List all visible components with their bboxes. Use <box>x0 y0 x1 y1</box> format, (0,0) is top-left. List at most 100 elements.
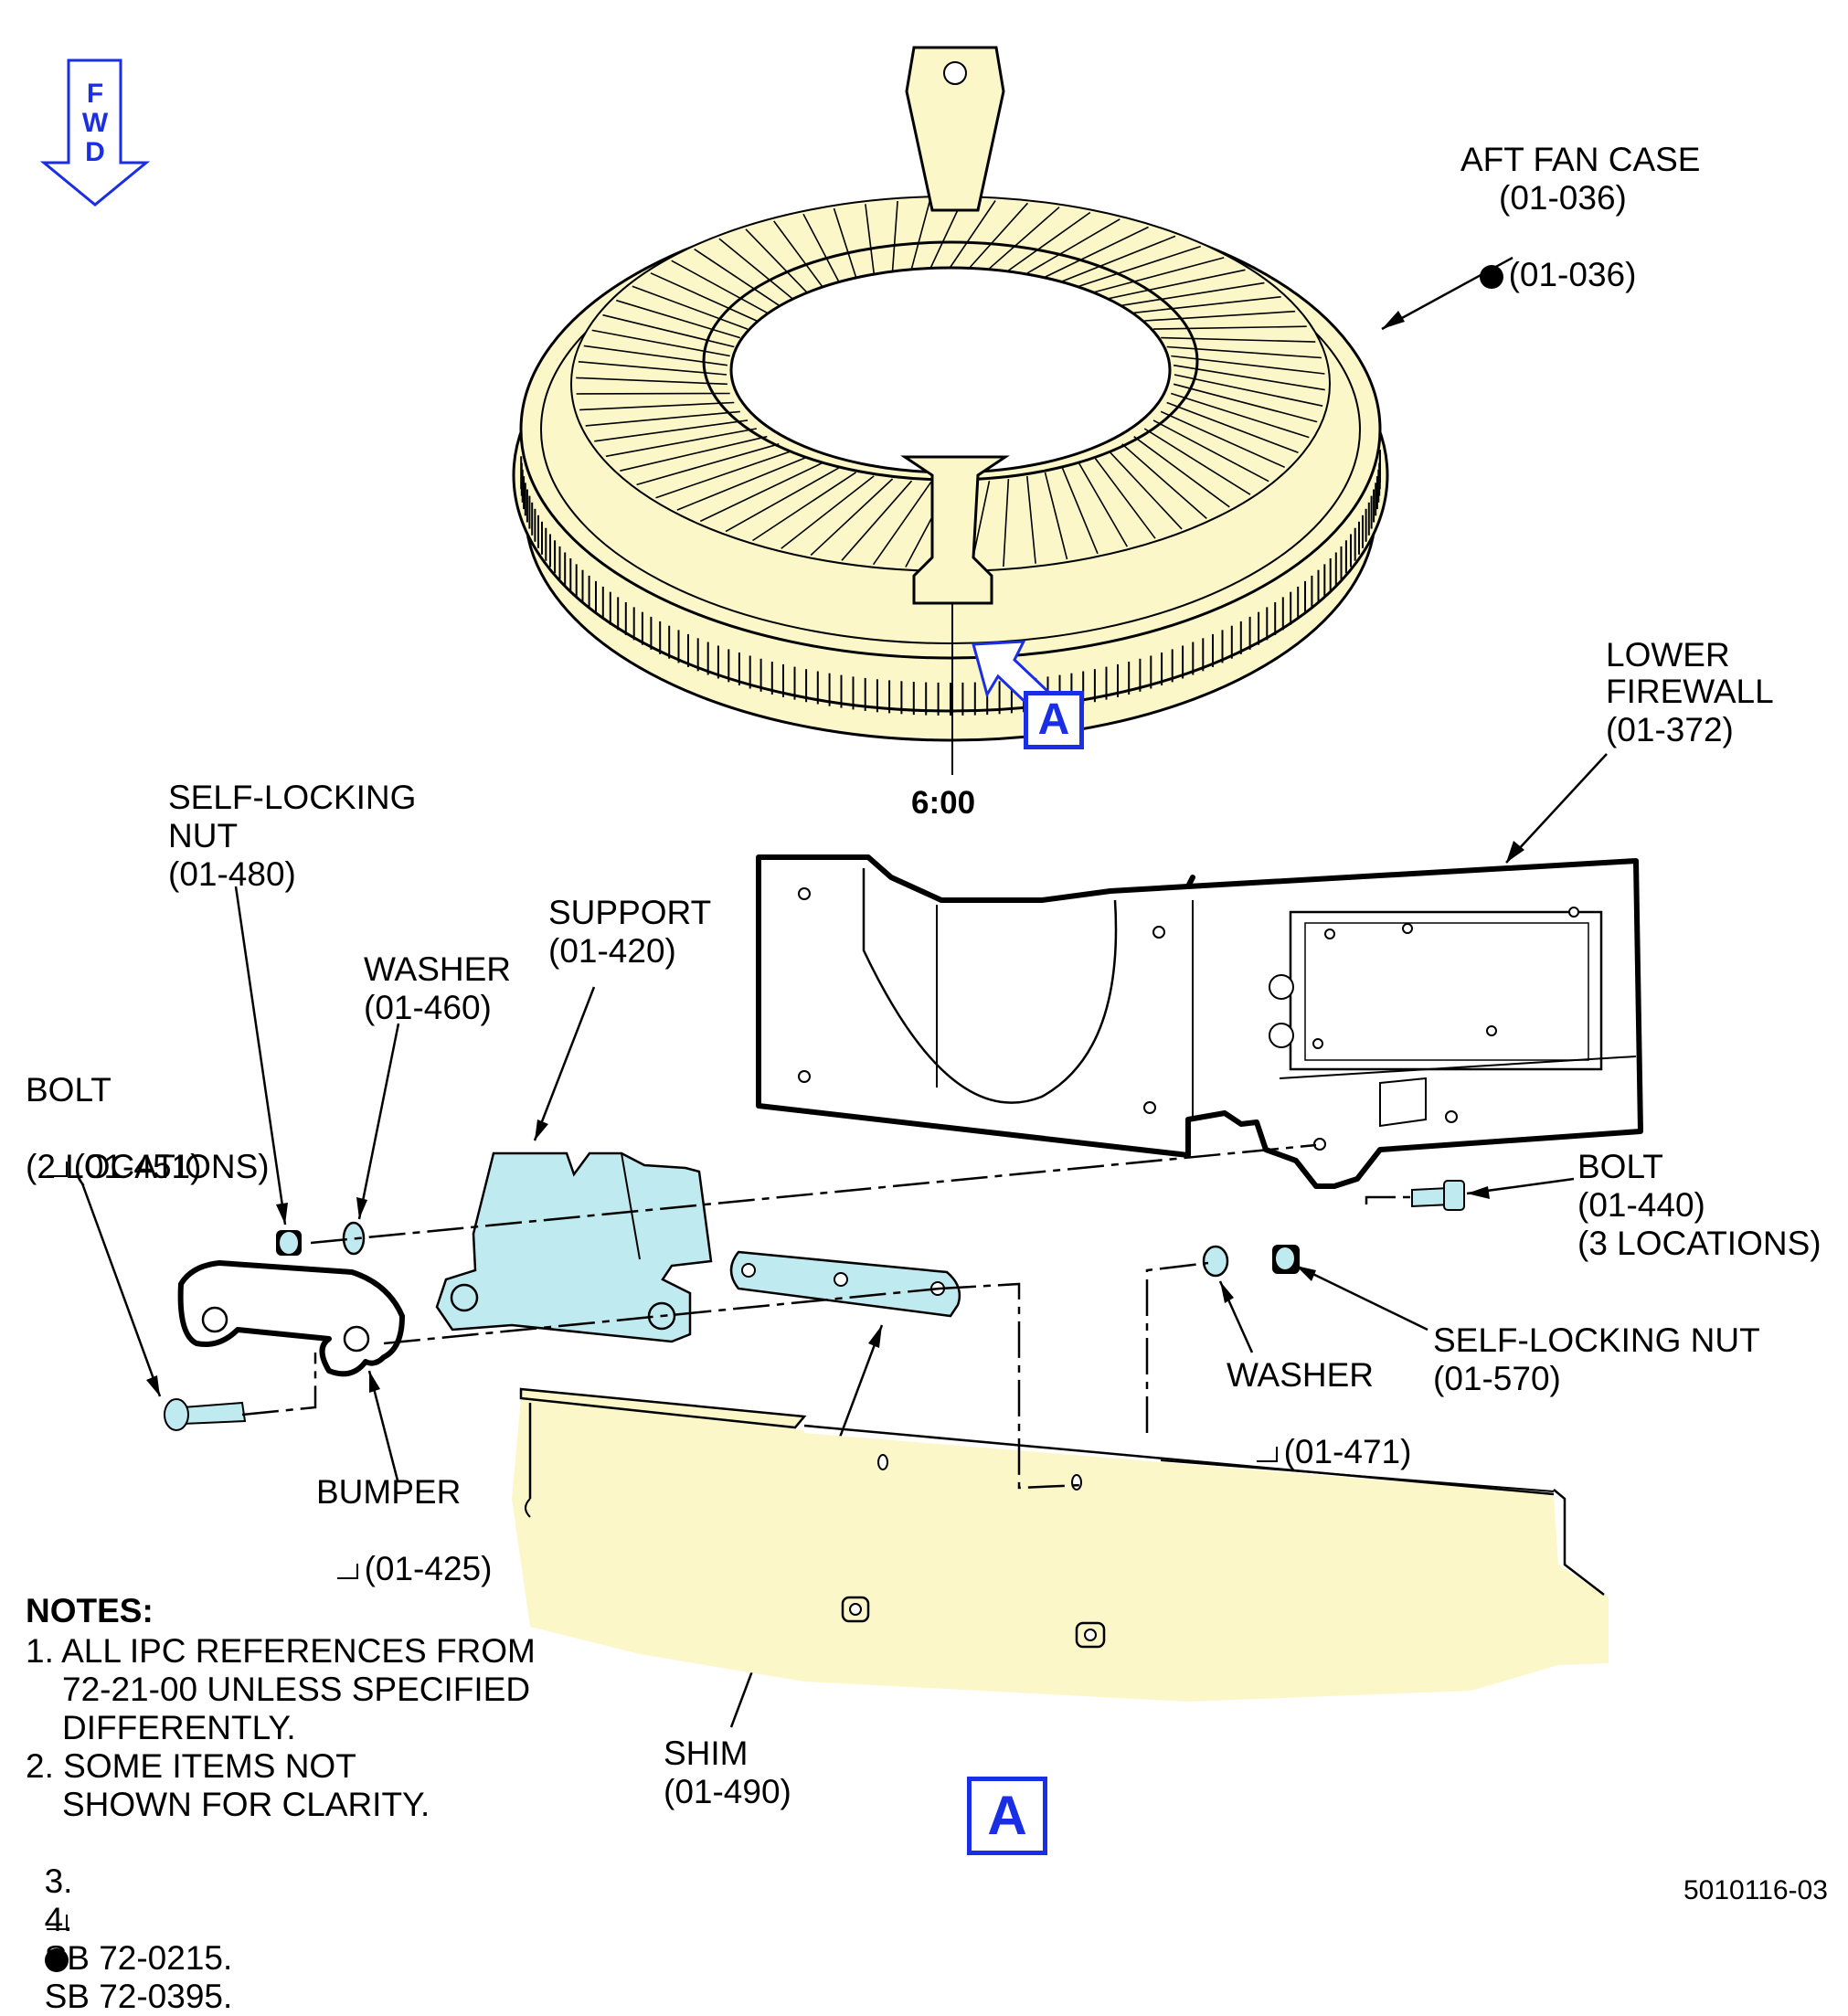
nut-480-label-1: SELF-LOCKING <box>168 779 417 816</box>
fan-case-vane <box>802 213 840 282</box>
fan-case-vane <box>602 313 735 348</box>
note-2-line-2: SHOWN FOR CLARITY. <box>62 1786 430 1823</box>
drawing-number: 5010116-03 <box>1683 1875 1828 1905</box>
detail-marker-top: A <box>1024 691 1084 749</box>
fan-case-vane <box>1171 392 1310 439</box>
lower-firewall-ref: (01-372) <box>1606 711 1734 748</box>
fan-case-vane <box>752 472 856 542</box>
fan-case-vane <box>650 272 758 322</box>
fan-case-vane <box>1044 472 1068 560</box>
fwd-letter-d: D <box>85 137 105 167</box>
fan-case-vane <box>988 207 1060 270</box>
note-2-line-1: 2. SOME ITEMS NOT <box>26 1747 356 1785</box>
aft-fan-case <box>512 46 1389 775</box>
lower-structure <box>512 1387 1609 1702</box>
washer-460-part <box>342 1221 366 1256</box>
fwd-arrow-icon <box>39 58 151 207</box>
support-ref: (01-420) <box>548 932 676 970</box>
fan-case-vane <box>891 200 898 271</box>
washer-471-ref: (01-471) <box>1236 1395 1411 1471</box>
sb-dot-icon <box>44 1948 69 1973</box>
fan-case-vane <box>1108 450 1183 530</box>
fan-case-vane <box>591 329 730 357</box>
fan-case-vane <box>1003 478 1010 568</box>
bolt-451-label: BOLT <box>26 1071 112 1109</box>
fan-case-vane <box>1121 281 1265 306</box>
fan-case-vane <box>1078 245 1201 288</box>
fan-case-vane <box>1173 364 1325 391</box>
fan-case-vane <box>694 248 780 306</box>
fan-case-vane <box>576 377 728 386</box>
washer-460-ref: (01-460) <box>364 989 492 1026</box>
sb-triangle-icon <box>1256 1447 1278 1463</box>
fan-case-vane <box>671 260 768 314</box>
fan-case-vane <box>1045 226 1149 278</box>
fan-case-vane <box>1174 374 1323 407</box>
fan-case-vane <box>745 228 808 293</box>
bolt-440-label: BOLT <box>1577 1148 1663 1185</box>
notes-title: NOTES: <box>26 1592 154 1629</box>
fan-case-vane <box>632 285 749 330</box>
fan-case-vane <box>1144 310 1296 322</box>
fan-case-vane <box>718 238 793 300</box>
washer-460-label: WASHER <box>364 950 512 988</box>
shim-label: SHIM <box>664 1735 749 1772</box>
bolt-451-ref: (01-451) <box>26 1109 201 1186</box>
fan-case-vane <box>773 220 823 287</box>
washer-471-part <box>1202 1245 1229 1278</box>
sb-triangle-icon <box>336 1564 358 1580</box>
bumper-part <box>177 1260 405 1377</box>
note-4: 4. SB 72-0395. <box>44 1901 233 2015</box>
fwd-letter-f: F <box>86 79 104 109</box>
fan-case-vane <box>1166 401 1299 454</box>
fan-case-vane <box>910 199 931 270</box>
bolt-440-ref: (01-440) <box>1577 1186 1705 1224</box>
fan-case-vane <box>1078 462 1128 547</box>
bolt-451-part <box>164 1398 247 1431</box>
detail-marker-bottom: A <box>967 1777 1047 1855</box>
fan-case-vane <box>583 345 728 366</box>
note-1-line-2: 72-21-00 UNLESS SPECIFIED <box>62 1671 531 1708</box>
fan-case-vane <box>810 478 894 557</box>
fan-case-vane <box>833 207 857 278</box>
fan-case-vane <box>636 443 780 486</box>
support-part <box>435 1151 713 1343</box>
fan-case-vane <box>616 299 741 339</box>
fan-case-vane <box>1026 218 1120 274</box>
fan-case-vane <box>865 204 875 274</box>
bolt-440-part <box>1411 1180 1465 1211</box>
support-label: SUPPORT <box>548 894 712 931</box>
fan-case-vane <box>1109 269 1246 300</box>
fan-case-vane <box>1133 296 1281 314</box>
fan-case-vane <box>579 401 735 411</box>
fan-case-vane <box>1093 456 1156 539</box>
fan-case-vane <box>1007 211 1091 271</box>
fan-case-vane <box>605 428 757 458</box>
fan-case-vane <box>781 475 875 549</box>
fan-case-vane <box>1166 345 1322 359</box>
fan-case-vane <box>1133 436 1230 508</box>
bumper-label: BUMPER <box>316 1473 462 1511</box>
note-1-line-3: DIFFERENTLY. <box>62 1709 296 1746</box>
fan-case-vane <box>872 482 932 566</box>
fan-case-vane <box>1061 467 1099 555</box>
fan-case-vane <box>676 456 807 511</box>
fan-case-vane <box>1152 325 1307 330</box>
nut-480-part <box>276 1230 302 1256</box>
fan-case-vane <box>1143 428 1251 495</box>
lower-firewall <box>756 854 1643 1189</box>
assembly-centerlines <box>241 1143 1412 1490</box>
nut-570-ref: (01-570) <box>1433 1360 1561 1397</box>
fan-case-vane <box>1062 235 1176 282</box>
fan-case-vane <box>1171 355 1325 375</box>
fan-case-vane <box>969 202 1028 268</box>
fan-case-vane <box>1173 383 1318 423</box>
fan-case-vane <box>841 480 913 561</box>
fan-case-vane <box>1161 336 1316 343</box>
nut-480-ref: (01-480) <box>168 855 296 893</box>
fan-case-vane <box>1094 257 1225 293</box>
sb-triangle-icon <box>46 1162 68 1178</box>
aft-fan-case-ref-sb: (01-036) <box>1460 218 1636 294</box>
aft-fan-case-ref: (01-036) <box>1499 179 1627 217</box>
bumper-ref: (01-425) <box>316 1512 492 1588</box>
